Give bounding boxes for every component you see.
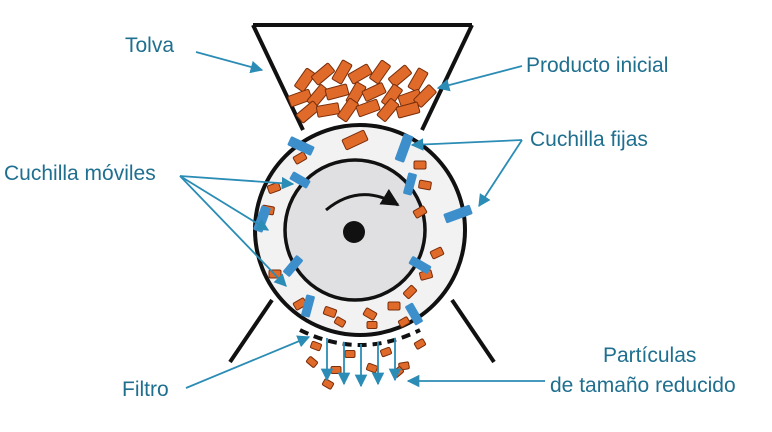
filter-screen <box>299 328 421 347</box>
initial-product-pieces <box>287 59 437 124</box>
product-piece <box>324 83 350 101</box>
chamber-particle <box>322 306 338 318</box>
blade <box>443 204 473 224</box>
chamber-particle <box>403 285 417 299</box>
product-piece <box>376 98 400 122</box>
reduced-particle <box>366 321 378 329</box>
chamber-particle <box>266 182 282 194</box>
reduced-particle <box>321 378 335 390</box>
label-hopper: Tolva <box>125 34 174 57</box>
product-piece <box>355 98 381 118</box>
rotation-arrow <box>325 188 400 212</box>
leader-arrows <box>179 51 545 389</box>
blade <box>405 302 423 326</box>
blade <box>301 294 315 318</box>
rotor-shaft <box>343 221 365 243</box>
reduced-particle <box>397 316 411 328</box>
label-particles-line1: Partículas <box>603 344 696 367</box>
label-moving-blades: Cuchilla móviles <box>4 162 156 185</box>
hopper <box>251 23 474 131</box>
product-piece <box>311 62 335 86</box>
product-piece <box>369 59 391 85</box>
reduced-particle <box>333 316 347 328</box>
product-piece <box>361 82 387 102</box>
housing-legs <box>228 298 496 364</box>
blade <box>403 172 417 196</box>
product-piece <box>388 64 412 88</box>
chamber-particle <box>412 205 428 219</box>
reduced-particle <box>306 356 318 368</box>
blade <box>289 171 311 189</box>
product-piece <box>294 67 316 93</box>
chamber-particle <box>341 129 369 151</box>
reduced-particle <box>330 366 342 374</box>
reduced-particle <box>413 338 427 350</box>
blade <box>287 136 315 156</box>
product-piece <box>337 97 359 123</box>
chamber-particle <box>429 246 445 260</box>
chamber-particle <box>292 151 308 165</box>
blade <box>283 255 303 277</box>
product-piece <box>407 67 429 93</box>
label-initial-product: Producto inicial <box>526 54 668 77</box>
product-piece <box>315 102 341 118</box>
label-fixed-blades: Cuchilla fijas <box>530 128 648 151</box>
reduced-particle <box>344 350 356 358</box>
reduced-particle <box>310 340 322 352</box>
label-particles-line2: de tamaño reducido <box>550 374 736 397</box>
product-piece <box>287 88 313 108</box>
outlet-arrows <box>320 338 402 388</box>
label-filter: Filtro <box>122 378 169 401</box>
product-piece <box>395 101 421 119</box>
product-piece <box>347 63 373 85</box>
reduced-particle <box>366 362 378 374</box>
product-piece <box>296 100 320 124</box>
blade <box>408 256 432 274</box>
reduced-particle <box>380 346 392 358</box>
product-piece <box>331 59 353 85</box>
chamber-particle <box>418 179 432 191</box>
chamber-particle <box>387 301 401 311</box>
chamber-particles <box>261 129 445 321</box>
chamber-particle <box>413 160 427 170</box>
chamber-particle <box>362 307 378 321</box>
blade <box>394 133 414 163</box>
